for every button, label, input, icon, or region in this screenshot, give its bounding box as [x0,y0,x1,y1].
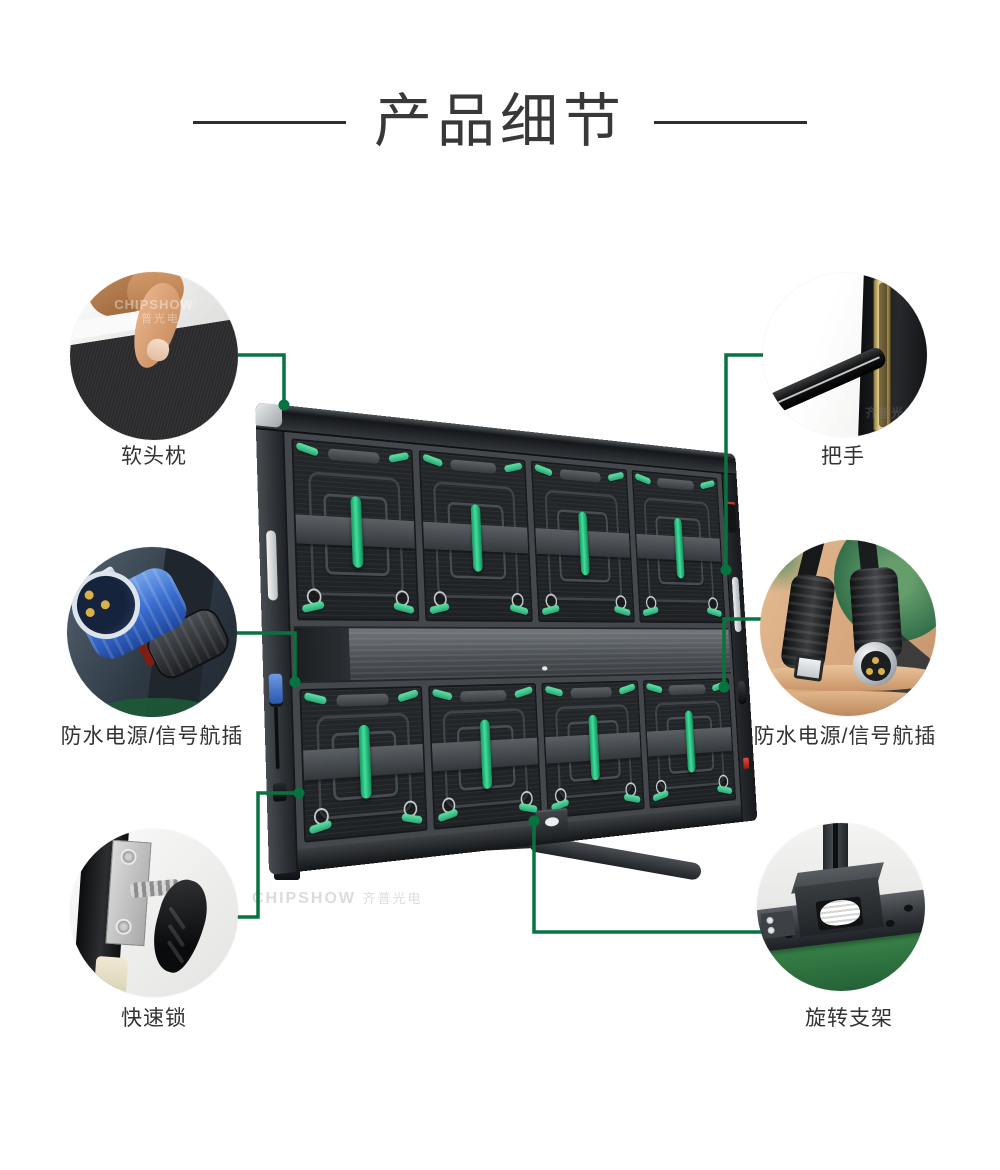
detail-photo-waterproof-connectors-right [760,540,936,716]
green-latch [392,601,415,615]
led-module-back [427,683,543,830]
section-header: 产品细节 [0,82,1000,162]
green-latch [623,793,641,804]
palm-finger [760,664,936,692]
green-latch [428,602,450,615]
corner-bracket [255,402,283,428]
cabinet-back-panel [255,402,758,876]
module-handle-recess [450,459,497,474]
mount-roller [545,816,560,827]
green-latch [503,462,523,473]
detail-photo-quick-lock [70,829,238,997]
green-latch [295,441,319,457]
beam-power-box [293,628,351,682]
green-latch [303,691,328,706]
module-handle-recess [327,448,380,464]
left-aviation-connector [268,673,283,704]
detail-photo-waterproof-connectors-left [67,547,237,717]
module-handle-recess [570,687,612,699]
connector-face [861,650,892,681]
green-latch [645,682,663,694]
led-module-back [631,469,726,624]
page-title: 产品细节 [373,89,626,154]
detail-photo-handle: 齐普光电 [763,273,927,437]
green-latch [706,606,722,618]
green-latch [437,808,459,823]
green-latch [618,683,636,696]
green-latch [301,600,325,614]
label-handle: 把手 [821,445,865,468]
detail-photo-rotating-bracket [757,823,925,991]
led-module-back [642,678,737,809]
green-latch [652,789,669,803]
green-latch [541,604,560,616]
green-latch [534,463,553,477]
green-latch [613,605,631,617]
green-latch [513,685,534,699]
green-latch [387,451,410,463]
led-module-back [418,450,533,622]
left-connector-cable [274,706,280,770]
label-soft-pillow: 软头枕 [121,445,187,468]
label-connector-right: 防水电源/信号航插 [753,725,937,748]
module-handle-recess [460,690,507,703]
red-latch [743,757,750,769]
label-connector-left: 防水电源/信号航插 [60,725,244,748]
title-right-rule [654,120,807,124]
label-quick-lock: 快速锁 [121,1007,187,1030]
green-latch [422,453,443,468]
green-latch [431,688,453,701]
green-latch [544,685,564,698]
power-switch-box [726,501,737,533]
green-latch [634,472,651,486]
detail-photo-soft-pillow: CHIPSHOW 齐普光电 [70,272,238,440]
module-handle-recess [559,469,601,483]
module-handle-recess [336,693,389,707]
green-latch [711,680,727,693]
title-left-rule [192,120,346,124]
hanging-beam [293,626,731,684]
green-latch [308,819,333,835]
led-module-back [530,460,635,623]
green-latch [717,785,733,795]
right-handle-slot [731,576,742,633]
green-latch [396,688,419,703]
module-handle-recess [657,477,695,491]
green-latch [509,603,529,616]
green-latch [642,606,659,617]
side-bracket [760,910,796,940]
left-quick-lock [272,782,287,802]
palm-finger [760,691,936,716]
led-module-back [291,438,419,622]
right-aviation-connector [737,680,747,702]
module-handle-recess [668,684,706,696]
led-module-back [299,686,428,843]
left-handle-slot [266,529,279,601]
green-latch [400,813,423,825]
green-latch [607,471,625,482]
brand-watermark-small: CHIPSHOW 齐普光电 [252,890,423,907]
label-rotating-bracket: 旋转支架 [805,1007,893,1030]
led-module-back [541,680,645,819]
green-latch [699,479,716,490]
rj45-tip [793,654,825,682]
stand-mount-bracket [535,807,569,842]
